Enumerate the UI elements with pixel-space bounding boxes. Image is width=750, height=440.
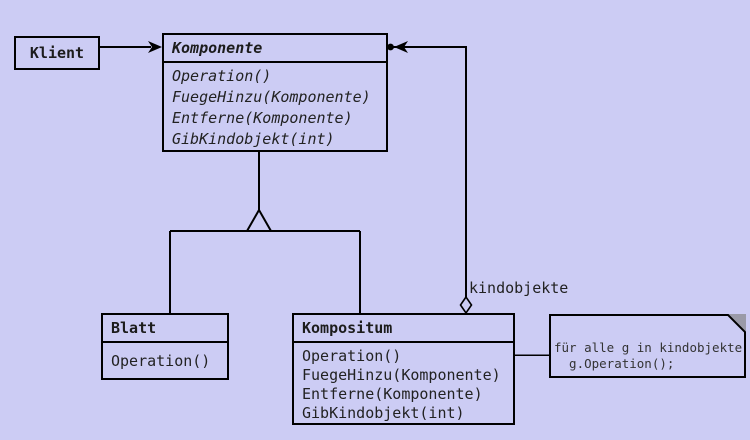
aggregation-diamond-icon bbox=[459, 295, 473, 315]
note-fold-icon bbox=[727, 314, 746, 333]
note-text-line: g.Operation(); bbox=[554, 356, 675, 371]
association-arrowhead-icon bbox=[148, 41, 162, 53]
method-label: FuegeHinzu(Komponente) bbox=[172, 88, 371, 106]
method-label: Operation() bbox=[172, 67, 272, 85]
class-box-klient: Klient bbox=[14, 36, 100, 70]
note-text-line: für alle g in kindobjekte bbox=[554, 340, 743, 355]
class-box-blatt: Blatt Operation() bbox=[101, 313, 229, 380]
class-title-klient: Klient bbox=[29, 44, 85, 62]
method-label: Operation() bbox=[111, 352, 211, 370]
method-label: Entferne(Komponente) bbox=[172, 109, 353, 127]
class-title-kompositum: Kompositum bbox=[294, 315, 513, 343]
class-methods-blatt: Operation() bbox=[103, 343, 227, 370]
method-label: Operation() bbox=[302, 347, 402, 365]
method-label: GibKindobjekt(int) bbox=[172, 130, 335, 148]
generalization-triangle-icon bbox=[245, 207, 273, 232]
method-label: Entferne(Komponente) bbox=[302, 385, 483, 403]
aggregation-role-label: kindobjekte bbox=[469, 279, 569, 297]
class-box-komponente: Komponente Operation() FuegeHinzu(Kompon… bbox=[162, 33, 388, 152]
aggregation-dot-icon bbox=[387, 43, 394, 51]
method-label: GibKindobjekt(int) bbox=[302, 404, 465, 422]
aggregation-arrowhead-icon bbox=[394, 41, 408, 53]
method-label: FuegeHinzu(Komponente) bbox=[302, 366, 501, 384]
note-box: für alle g in kindobjekte g.Operation(); bbox=[549, 314, 746, 378]
class-title-blatt: Blatt bbox=[103, 315, 227, 343]
class-methods-komponente: Operation() FuegeHinzu(Komponente) Entfe… bbox=[164, 63, 386, 150]
class-box-kompositum: Kompositum Operation() FuegeHinzu(Kompon… bbox=[292, 313, 515, 425]
aggregation-line bbox=[391, 46, 467, 298]
class-title-komponente: Komponente bbox=[164, 35, 386, 63]
class-methods-kompositum: Operation() FuegeHinzu(Komponente) Entfe… bbox=[294, 343, 513, 423]
